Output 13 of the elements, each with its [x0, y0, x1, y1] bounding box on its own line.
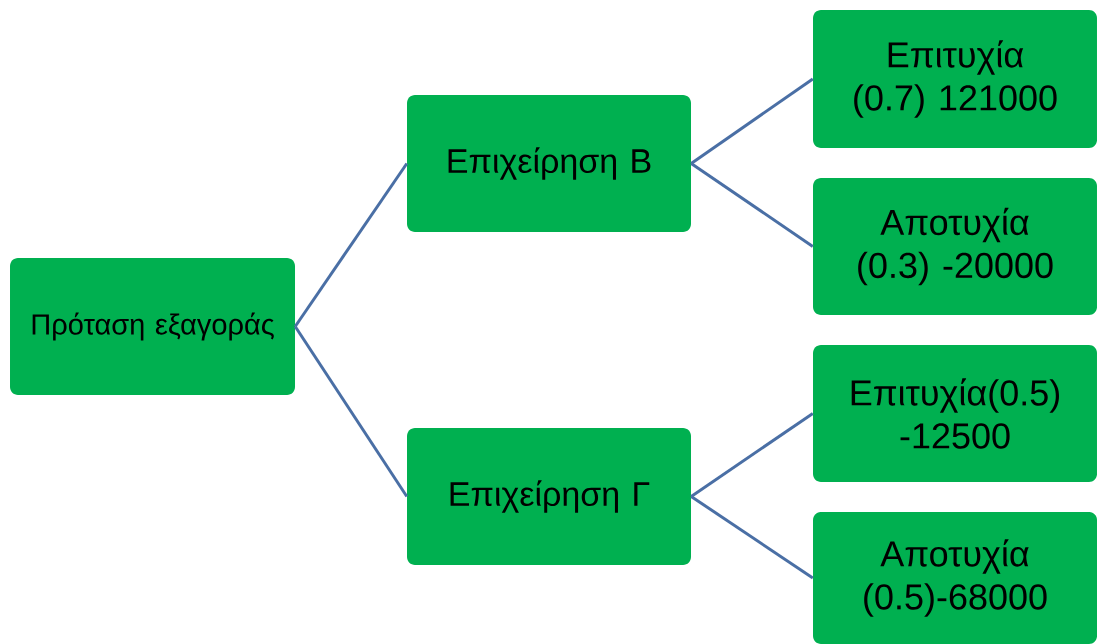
process-box: Επιτυχία(0.5) -12500: [813, 345, 1097, 482]
connector-line: [690, 412, 814, 498]
connector-line: [293, 162, 409, 328]
connector-line: [690, 162, 814, 248]
process-box: Πρόταση εξαγοράς: [10, 258, 295, 395]
connector-line: [293, 325, 409, 498]
process-box: Επιτυχία (0.7) 121000: [813, 10, 1097, 148]
process-box: Αποτυχία (0.5)-68000: [813, 512, 1097, 644]
process-box: Επιχείρηση Γ: [407, 428, 691, 565]
process-box: Αποτυχία (0.3) -20000: [813, 178, 1097, 315]
connector-line: [690, 77, 814, 165]
connector-line: [690, 495, 814, 580]
process-box: Επιχείρηση Β: [407, 95, 691, 232]
